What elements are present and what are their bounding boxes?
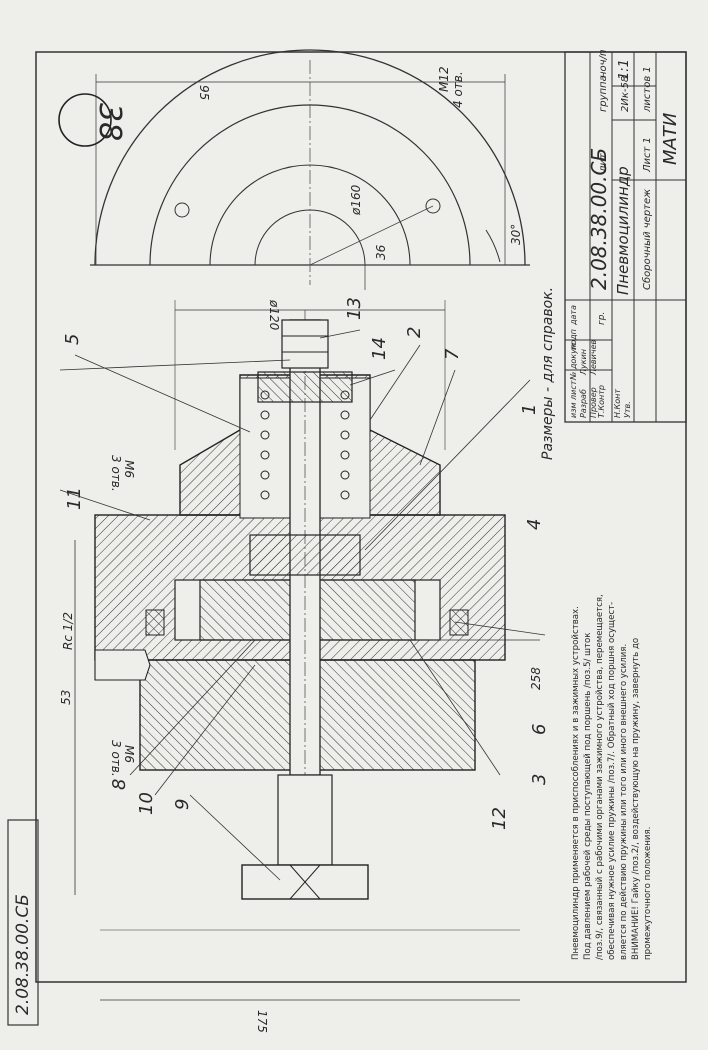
- callout-7: 7: [442, 348, 463, 360]
- row-utv: Утв.: [623, 401, 632, 418]
- callout-10: 10: [136, 792, 157, 815]
- lit-header: лит: [598, 152, 609, 173]
- callout-14: 14: [369, 337, 390, 360]
- row-razrab-name: Лукин: [579, 349, 588, 376]
- sheet-number-circle: [58, 93, 112, 147]
- callout-9: 9: [172, 799, 193, 810]
- title-block: [564, 51, 687, 423]
- dim-m6-b: M6: [122, 745, 136, 763]
- org: МАТИ: [660, 113, 681, 165]
- designation: 2.08.38.00.СБ: [587, 148, 611, 290]
- description-line-5: вляется по действию пружины или того или…: [619, 644, 629, 960]
- callout-5: 5: [62, 334, 83, 345]
- dim-95: 95: [197, 85, 211, 100]
- row-prov: Провер: [589, 387, 598, 418]
- note-ref: Размеры - для справок.: [540, 287, 556, 460]
- description-block: Пневмоцилиндр применяется в приспособлен…: [571, 594, 653, 960]
- product-name: Пневмоцилиндр: [614, 166, 632, 295]
- dim-120: ø120: [267, 299, 281, 331]
- row-tkontr: Т.Контр: [597, 385, 606, 418]
- side-code-box: [7, 819, 39, 1026]
- sheet-number: 38: [92, 103, 127, 141]
- sheets-label: листов 1: [642, 66, 653, 113]
- dim-30deg: 30°: [509, 224, 523, 245]
- dim-160: ø160: [349, 184, 363, 216]
- dim-m6-a: M6: [122, 460, 136, 478]
- callout-4: 4: [524, 519, 545, 530]
- callout-1: 1: [519, 404, 540, 415]
- description-line-6: ВНИМАНИЕ! Гайку /поз.2/, воздействующую …: [631, 638, 641, 960]
- side-code: 2.08.38.00.СБ: [13, 894, 33, 1015]
- dimension-labels: 95 M12 4 отв. ø160 36 30° ø120 M6 3 отв.…: [59, 66, 543, 1033]
- description-line-3: /поз.9/, связанный с рабочими органами з…: [595, 594, 605, 960]
- row-change: изм лист: [569, 380, 578, 418]
- dim-53: 53: [59, 690, 73, 705]
- row-nkontr: Н.Конт: [613, 389, 622, 418]
- callout-3: 3: [529, 774, 550, 785]
- callout-8: 8: [109, 779, 130, 790]
- description-line-1: Пневмоцилиндр применяется в приспособлен…: [571, 606, 581, 960]
- dim-175: 175: [255, 1010, 269, 1033]
- top-view: [90, 49, 530, 290]
- group-header: группа: [598, 75, 609, 112]
- row-razrab: Разраб: [579, 389, 588, 418]
- dim-m6-b-holes: 3 отв.: [109, 740, 123, 777]
- drawing-frame: [35, 51, 687, 983]
- callout-labels: 5 11 13 14 2 7 1 4 6 3 12 8 10 9: [62, 297, 550, 830]
- row-sign: подп: [569, 329, 578, 350]
- leader-lines: [59, 329, 546, 881]
- description-line-7: промежуточного положения.: [643, 827, 653, 960]
- sheet-label: Лист 1: [642, 137, 653, 173]
- description-line-2: Под давлением рабочей среды поступающей …: [583, 633, 593, 960]
- dim-36: 36: [374, 244, 388, 260]
- dim-m6-a-holes: 3 отв.: [109, 455, 123, 492]
- class-tag: гр.: [597, 312, 607, 325]
- row-date: дата: [569, 305, 578, 326]
- description-line-4: обеспечивая нужное усилие пружины /поз.7…: [607, 602, 617, 960]
- doc-type: Сборочный чертеж: [641, 189, 653, 290]
- hours-header: ноч/п: [598, 49, 609, 78]
- row-prov-name: Левичев: [589, 340, 598, 377]
- dim-rc: Rc 1/2: [61, 612, 75, 650]
- callout-13: 13: [344, 297, 365, 320]
- callout-2: 2: [404, 327, 425, 338]
- row-doc: № докум: [569, 343, 578, 381]
- section-view: [94, 310, 506, 900]
- callout-6: 6: [529, 724, 550, 735]
- dim-258: 258: [529, 667, 543, 690]
- callout-11: 11: [64, 487, 85, 510]
- group: 2Ик-58: [620, 76, 631, 112]
- scale: 1:1: [617, 59, 632, 80]
- dim-m12: M12: [437, 66, 451, 92]
- dim-m12-holes: 4 отв.: [451, 71, 465, 108]
- callout-12: 12: [489, 807, 510, 830]
- title-block-text: 2.08.38.00.СБ Пневмоцилиндр Сборочный че…: [569, 49, 681, 418]
